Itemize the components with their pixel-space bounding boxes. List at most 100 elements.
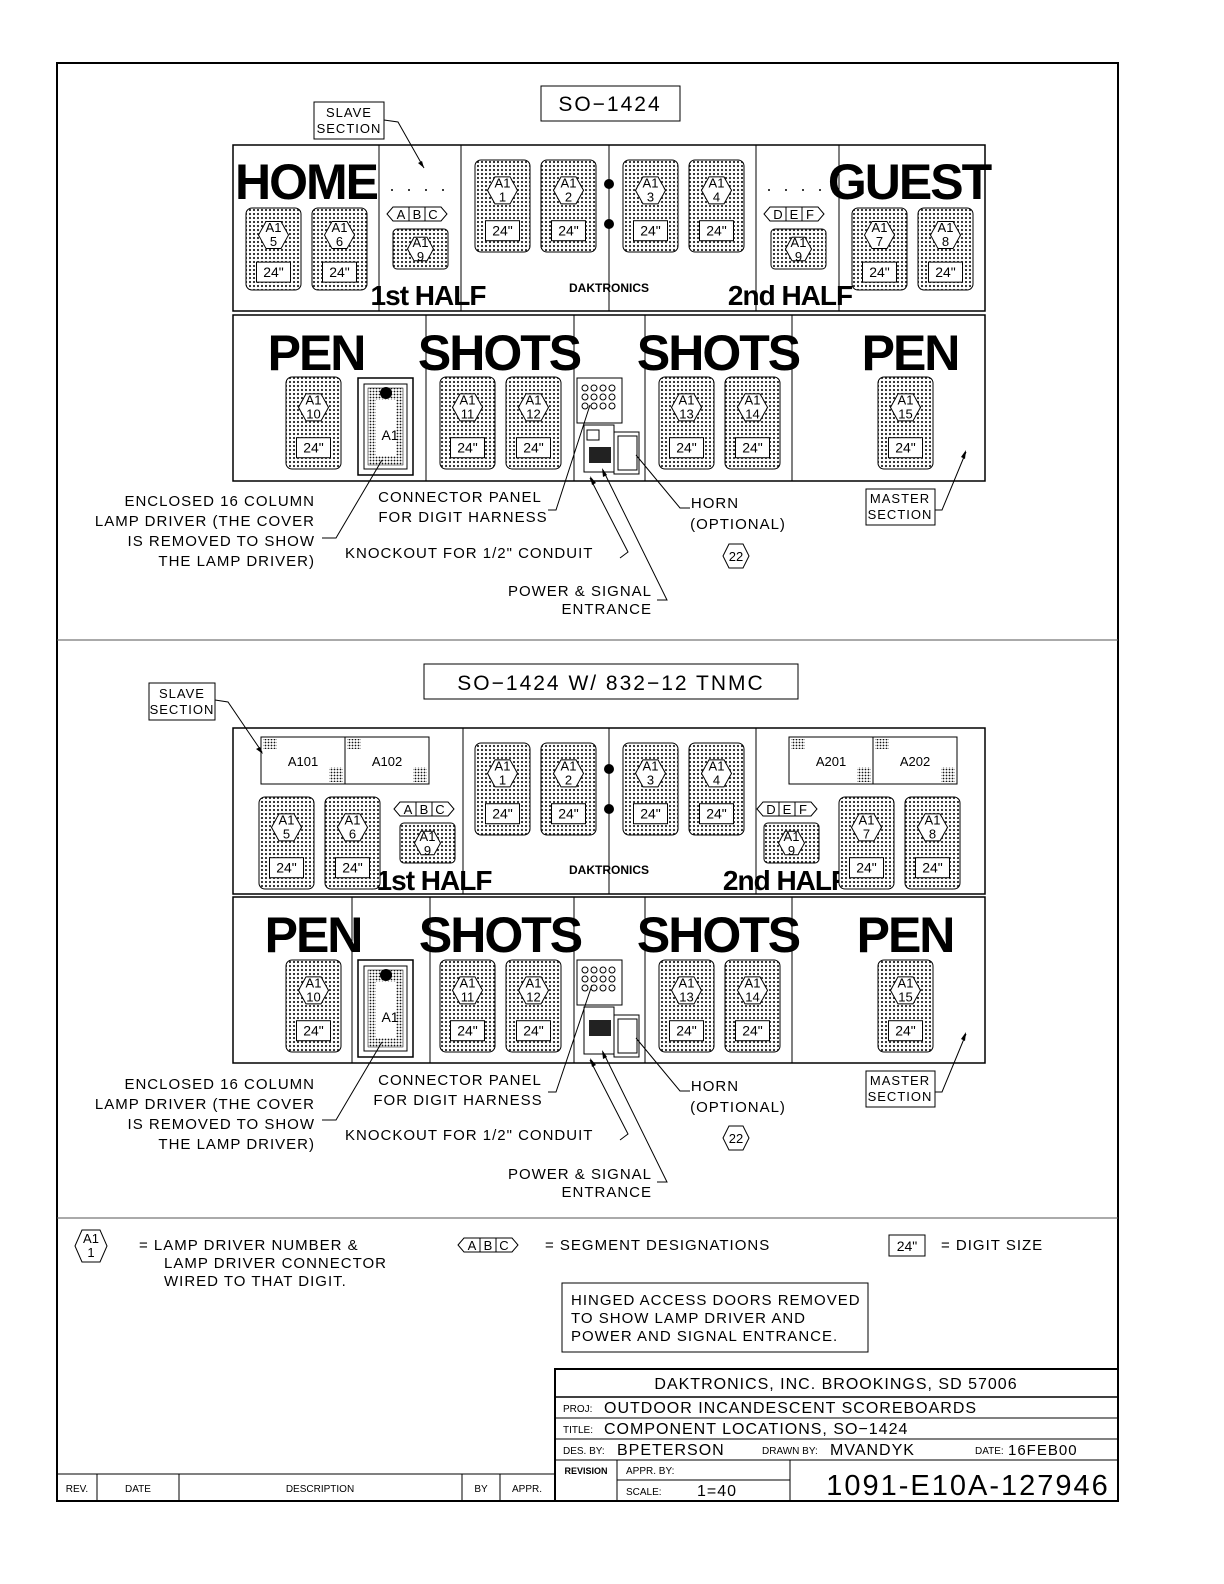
lamp-driver-callout: IS REMOVED TO SHOW [128, 533, 315, 550]
segment-letter: F [806, 207, 814, 222]
lamp-driver-id: A1 [679, 392, 695, 407]
tnmc-driver-board: A201 [788, 736, 874, 785]
top-lower-panel [232, 314, 986, 482]
lamp-driver-id: A1 [859, 812, 875, 827]
connector-socket [608, 402, 616, 410]
lamp-driver-id: A1 [561, 175, 577, 190]
pen-label: PEN [862, 325, 959, 381]
tnmc-driver-board: A101 [260, 736, 346, 785]
lamp-driver-enclosure: A1 [357, 377, 414, 476]
second-half-label: 2nd HALF [728, 280, 853, 311]
lamp-driver-hexagon [552, 176, 585, 205]
top-title-box [540, 85, 681, 122]
shots-label: SHOTS [418, 325, 581, 381]
lamp-driver-id: A1 [495, 758, 511, 773]
lamp-driver-enclosure: A1 [357, 959, 414, 1058]
connector-socket [590, 975, 598, 983]
shots-label: SHOTS [637, 907, 800, 963]
small-digit: A19 [770, 228, 827, 270]
lamp-driver-number: 15 [898, 989, 912, 1004]
brand-label: DAKTRONICS [569, 281, 649, 295]
connector-socket [590, 966, 598, 974]
lamp-driver-hexagon [257, 221, 290, 250]
master-section-text: MASTER [870, 1073, 930, 1088]
lamp-driver-hexagon [929, 221, 962, 250]
segment-letter: A [468, 1238, 477, 1253]
lamp-driver-number: 12 [526, 989, 540, 1004]
top-digits: A1524"A1624"A1124"A1224"A1324"A1424"A172… [245, 159, 974, 470]
connector-panel-callout: CONNECTOR PANEL [378, 489, 542, 506]
pen-label: PEN [265, 907, 362, 963]
knockout-callout: KNOCKOUT FOR 1/2" CONDUIT [345, 1127, 593, 1144]
connector-socket [599, 984, 607, 992]
legend-lamp-driver: = LAMP DRIVER NUMBER & [139, 1237, 359, 1254]
drawn-label: DRAWN BY: [762, 1446, 818, 1457]
tnmc-driver-board: A202 [872, 736, 958, 785]
digit-size: 24" [640, 806, 661, 822]
lamp-driver-id: A1 [279, 812, 295, 827]
digit-size: 24" [856, 860, 877, 876]
connector-panel-callout: FOR DIGIT HARNESS [373, 1092, 542, 1109]
driver-board-label: A202 [900, 754, 930, 769]
lamp-driver-hexagon [634, 759, 667, 788]
pen-label: PEN [857, 907, 954, 963]
lamp-driver-hexagon [451, 976, 484, 1005]
rev-header: REV. [66, 1484, 88, 1495]
bottom-scoreboard [232, 727, 986, 1064]
lamp-driver-hexagon [784, 236, 813, 262]
lamp-driver-id: A1 [306, 975, 322, 990]
legend-hex-bottom: 1 [87, 1245, 94, 1260]
description-header: DESCRIPTION [286, 1484, 354, 1495]
lamp-driver-hexagon [889, 393, 922, 422]
lamp-driver-number: 14 [745, 406, 759, 421]
bottom-title-box [423, 663, 799, 700]
digit-size: 24" [303, 440, 324, 456]
lamp-driver-number: 8 [929, 826, 936, 841]
master-section-text: SECTION [868, 507, 933, 522]
lamp-driver-id: A1 [413, 235, 429, 250]
lamp-driver-number: 9 [788, 843, 795, 858]
lamp-driver-id: A1 [791, 235, 807, 250]
segment-letter: D [773, 207, 782, 222]
lamp-driver-id: A1 [526, 392, 542, 407]
date-value: 16FEB00 [1008, 1442, 1078, 1459]
digit-size: 24" [706, 806, 727, 822]
lamp-driver-number: 15 [898, 406, 912, 421]
lamp-driver-id: A1 [332, 220, 348, 235]
title-label: TITLE: [563, 1425, 593, 1436]
slave-section-text: SECTION [150, 702, 215, 717]
power-signal-callout: POWER & SIGNAL [508, 1166, 652, 1183]
small-digit: A19 [399, 822, 456, 864]
hinged-note: TO SHOW LAMP DRIVER AND [571, 1310, 806, 1327]
digit-size: 24" [676, 1023, 697, 1039]
horn-callout: HORN [691, 1078, 739, 1095]
appr-header: APPR. [512, 1484, 542, 1495]
lamp-driver-hexagon [863, 221, 896, 250]
connector-panel-callout: FOR DIGIT HARNESS [378, 509, 547, 526]
legend-size-value: 24" [897, 1238, 918, 1254]
lamp-driver-hexagon [297, 393, 330, 422]
pen-label: PEN [268, 325, 365, 381]
shots-label: SHOTS [637, 325, 800, 381]
segment-letter: B [413, 207, 422, 222]
lamp-driver-hexagon [413, 830, 442, 856]
connector-socket [608, 966, 616, 974]
lamp-driver-number: 5 [270, 234, 277, 249]
power-signal-callout: ENTRANCE [561, 1184, 652, 1201]
horn-callout: (OPTIONAL) [690, 1099, 786, 1116]
des-label: DES. BY: [563, 1446, 605, 1457]
digit-size: 24" [492, 223, 513, 239]
lamp-driver-number: 11 [461, 989, 475, 1004]
master-section-text: SECTION [868, 1089, 933, 1104]
